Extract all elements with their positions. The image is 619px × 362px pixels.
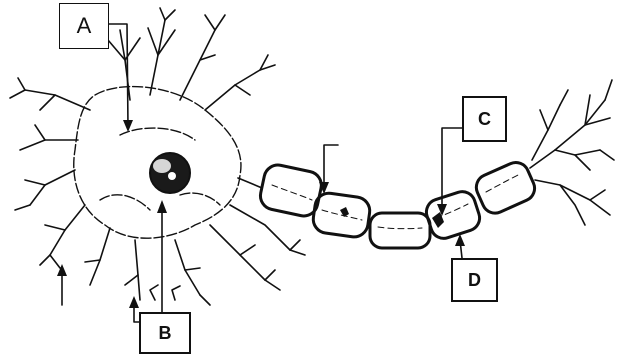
leader-lines bbox=[57, 23, 465, 323]
nucleus bbox=[149, 152, 191, 194]
label-b: B bbox=[139, 312, 191, 354]
label-c: C bbox=[462, 96, 507, 142]
label-d: D bbox=[451, 258, 498, 302]
label-a: A bbox=[59, 3, 109, 49]
axon-hillock bbox=[237, 177, 263, 189]
node-shading bbox=[340, 207, 444, 228]
myelin-sheath bbox=[258, 161, 537, 250]
dendrites bbox=[9, 7, 306, 306]
cell-body bbox=[73, 85, 242, 239]
axon-terminals bbox=[529, 79, 615, 226]
